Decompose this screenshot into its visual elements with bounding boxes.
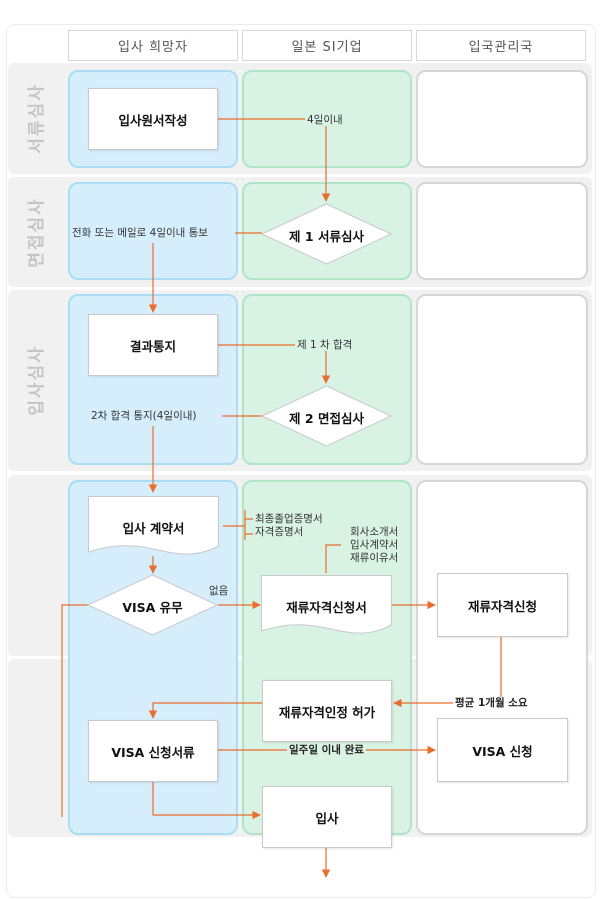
label-second-pass-notice: 2차 합격 통지(4일이내) <box>89 410 199 422</box>
node-residence-permit: 재류자격인정 허가 <box>262 680 392 742</box>
column-header-immigration: 입국관리국 <box>416 30 586 61</box>
node-visa-documents: VISA 신청서류 <box>88 720 218 782</box>
cell-immigration-document <box>416 70 588 168</box>
company-document-item: 회사소개서 <box>350 526 399 538</box>
connector-visa-documents-to-joining <box>152 782 261 820</box>
column-header-applicant: 입사 희망자 <box>68 30 238 61</box>
cell-immigration-interview <box>416 182 588 280</box>
label-within-4-days: 4일이내 <box>305 114 345 126</box>
node-second-interview-label: 제 2 면접심사 <box>289 411 364 426</box>
node-application: 입사원서작성 <box>88 88 218 150</box>
node-employment-contract: 입사 계약서 <box>88 496 219 558</box>
cell-company-visa <box>242 480 412 835</box>
node-employment-contract-label: 입사 계약서 <box>122 521 185 536</box>
node-visa-check-label: VISA 유무 <box>122 600 183 615</box>
label-notify-phone-mail: 전화 또는 메일로 4일이내 통보 <box>70 227 210 239</box>
node-first-screening-label: 제 1 서류심사 <box>289 229 364 244</box>
applicant-document-item: 자격증명서 <box>255 526 304 538</box>
node-residence-application: 재류자격신청 <box>437 573 568 637</box>
company-document-item: 입사계약서 <box>350 539 399 551</box>
connector-company-docs-bracket <box>325 544 341 573</box>
label-within-one-week: 일주일 이내 완료 <box>287 744 366 756</box>
applicant-document-item: 최종졸업증명서 <box>255 513 323 525</box>
label-none: 없음 <box>207 585 231 597</box>
connector-contract-docs-bracket <box>223 510 253 540</box>
node-joining: 입사 <box>262 786 392 848</box>
node-residence-application-form: 재류자격신청서 <box>261 575 392 637</box>
node-first-screening: 제 1 서류심사 <box>261 203 392 265</box>
cell-immigration-hiring <box>416 294 588 465</box>
connector-application-to-first-screening <box>218 118 331 202</box>
label-first-pass: 제 1 차 합격 <box>295 339 355 351</box>
node-visa-application: VISA 신청 <box>437 718 568 782</box>
label-avg-one-month: 평균 1개월 소요 <box>453 697 530 709</box>
applicant-document-list: 최종졸업증명서 자격증명서 <box>255 513 323 539</box>
node-result-notice: 결과통지 <box>88 314 218 376</box>
company-document-list: 회사소개서 입사계약서 재류이유서 <box>350 526 398 565</box>
column-header-company: 일본 SI기업 <box>242 30 412 61</box>
node-visa-check: VISA 유무 <box>87 574 218 636</box>
connector-permit-to-visa-documents <box>148 702 262 719</box>
connector-visa-check-yes-to-joining <box>61 604 88 817</box>
node-residence-application-form-label: 재류자격신청서 <box>286 600 367 615</box>
company-document-item: 재류이유서 <box>350 552 399 564</box>
connector-residence-application-to-permit <box>393 637 502 708</box>
node-second-interview: 제 2 면접심사 <box>261 385 392 447</box>
